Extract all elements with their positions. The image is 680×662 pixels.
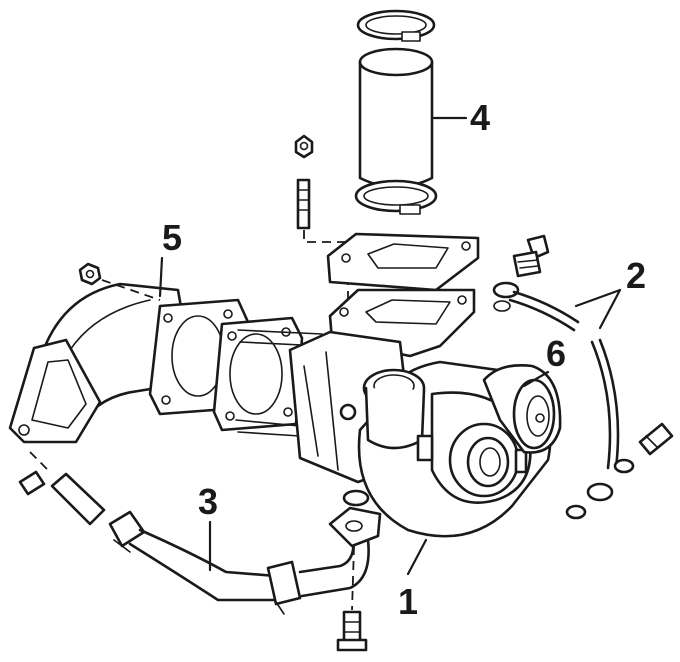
callout-1: 1 [398, 581, 418, 622]
alignment-line-bolt [351, 545, 355, 611]
callout-5: 5 [162, 217, 182, 258]
return-line-bolt [336, 610, 368, 652]
outlet-gasket [326, 232, 480, 292]
callout-leaders [158, 116, 622, 576]
alignment-line-nut [101, 279, 161, 301]
callout-2: 2 [626, 255, 646, 296]
exhaust-elbow-pipe [8, 282, 196, 444]
alignment-line-stud [303, 230, 349, 304]
turbine-inlet-gasket [212, 316, 304, 432]
oil-return-line [18, 470, 382, 615]
callout-3: 3 [198, 481, 218, 522]
nut-left [78, 262, 102, 286]
alignment-line-pin [29, 451, 51, 473]
callout-6: 6 [546, 333, 566, 374]
intake-hose-assembly [354, 9, 438, 215]
wastegate-actuator [482, 364, 562, 454]
callout-4: 4 [470, 97, 490, 138]
stud-and-nut [294, 134, 314, 230]
oil-feed-line [492, 234, 674, 520]
